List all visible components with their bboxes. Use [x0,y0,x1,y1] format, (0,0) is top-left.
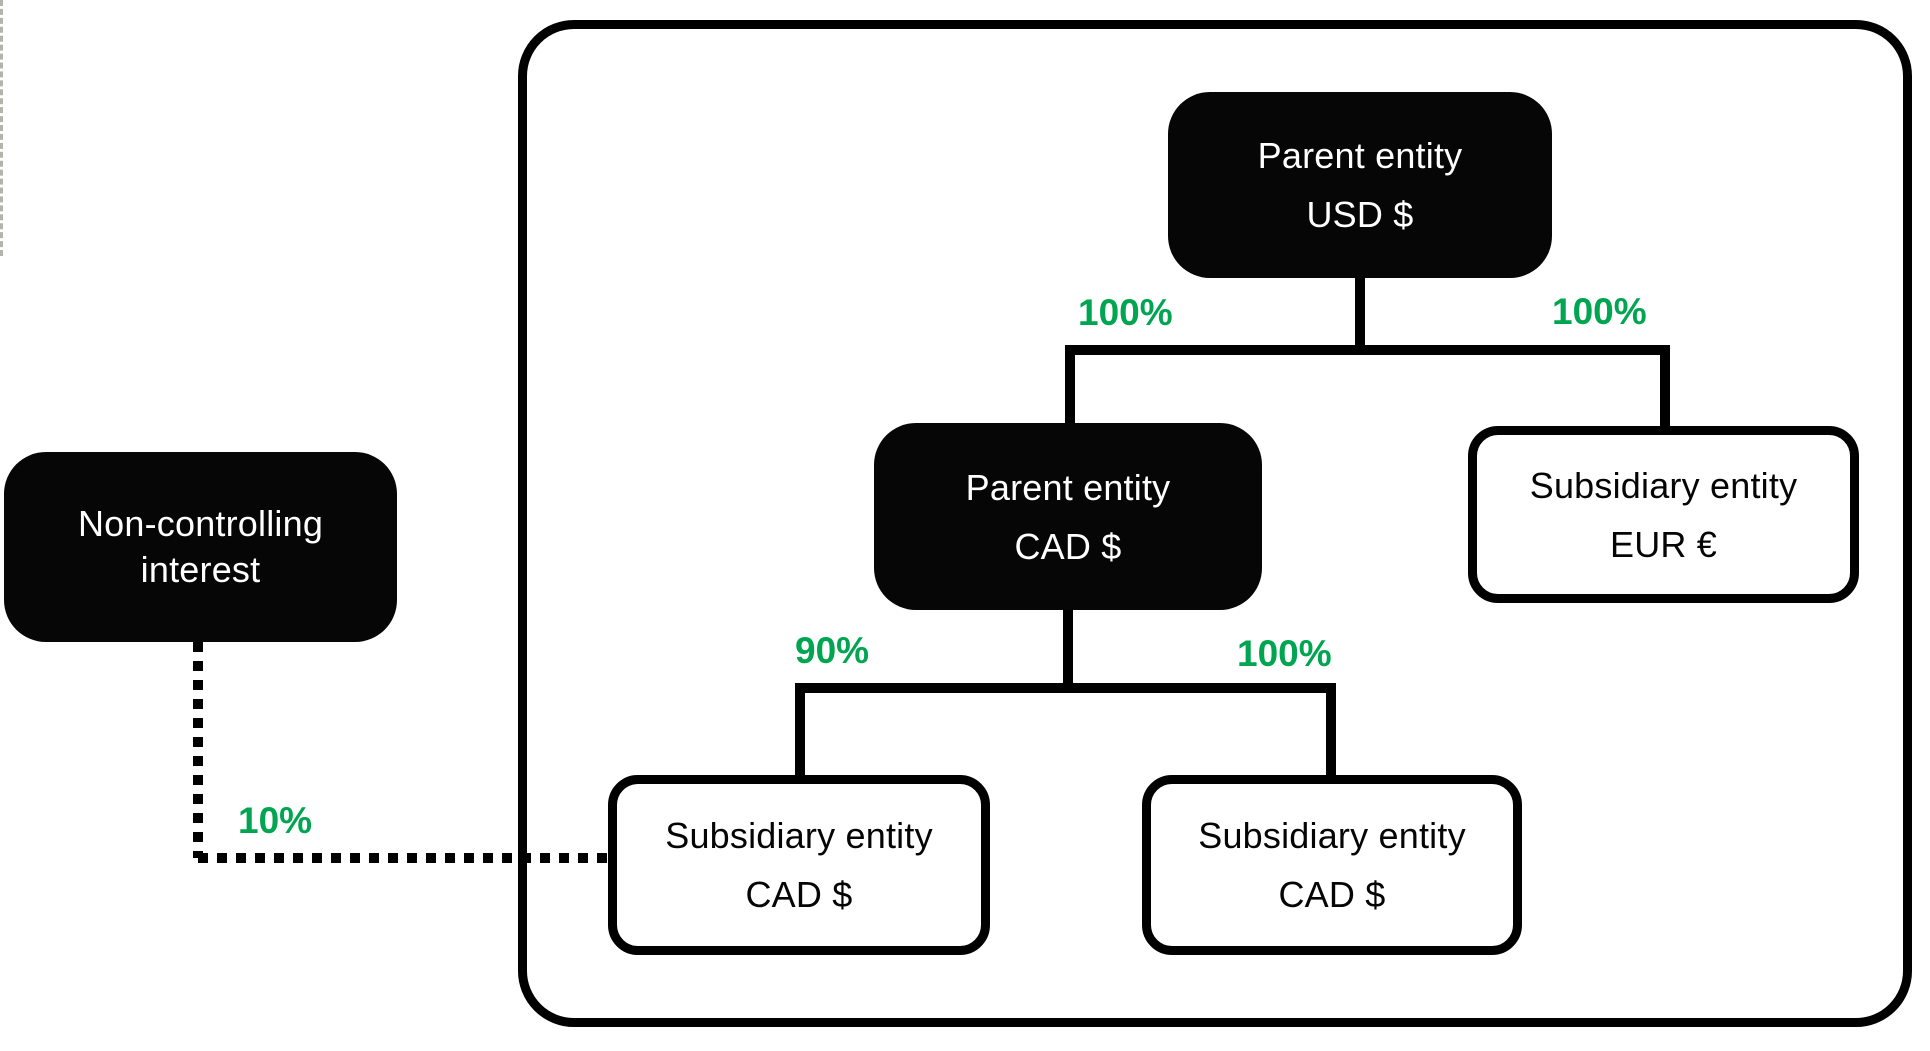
node-non-controlling-interest: Non-controlling interest [4,452,397,642]
connector-nci-dotted [193,642,608,863]
ownership-label-nci-to-sub-cad-left: 10% [238,800,313,841]
node-parent-entity-cad-name: Parent entity [965,466,1171,508]
node-subsidiary-entity-cad-left-currency: CAD $ [745,874,853,915]
node-parent-entity-cad: Parent entity CAD $ [874,423,1262,610]
node-parent-entity-cad-currency: CAD $ [1014,525,1122,567]
node-parent-entity-usd: Parent entity USD $ [1168,92,1552,278]
consolidation-group-boundary [518,20,1912,1027]
node-parent-entity-usd-currency: USD $ [1306,194,1414,235]
node-subsidiary-entity-eur-name: Subsidiary entity [1529,464,1798,506]
page-edge-dashed-line [0,0,3,256]
ownership-label-usd-to-parent-cad: 100% [1078,292,1173,333]
connector-usd-to-children [1065,278,1670,426]
node-subsidiary-entity-eur: Subsidiary entity EUR € [1468,426,1859,603]
node-subsidiary-entity-cad-right-currency: CAD $ [1278,874,1386,915]
node-subsidiary-entity-cad-right: Subsidiary entity CAD $ [1142,775,1522,955]
node-non-controlling-interest-line2: interest [140,549,261,590]
ownership-label-usd-to-sub-eur: 100% [1552,291,1647,332]
node-subsidiary-entity-cad-left-name: Subsidiary entity [665,815,933,856]
connector-cad-to-children [795,610,1336,775]
node-subsidiary-entity-eur-currency: EUR € [1609,523,1718,565]
node-subsidiary-entity-cad-left: Subsidiary entity CAD $ [608,775,990,955]
node-subsidiary-entity-cad-right-name: Subsidiary entity [1198,815,1466,856]
node-non-controlling-interest-line1: Non-controlling [77,503,324,544]
ownership-label-parent-cad-to-sub-cad-right: 100% [1237,633,1332,674]
node-parent-entity-usd-name: Parent entity [1257,135,1463,176]
ownership-label-parent-cad-to-sub-cad-left: 90% [795,630,870,671]
